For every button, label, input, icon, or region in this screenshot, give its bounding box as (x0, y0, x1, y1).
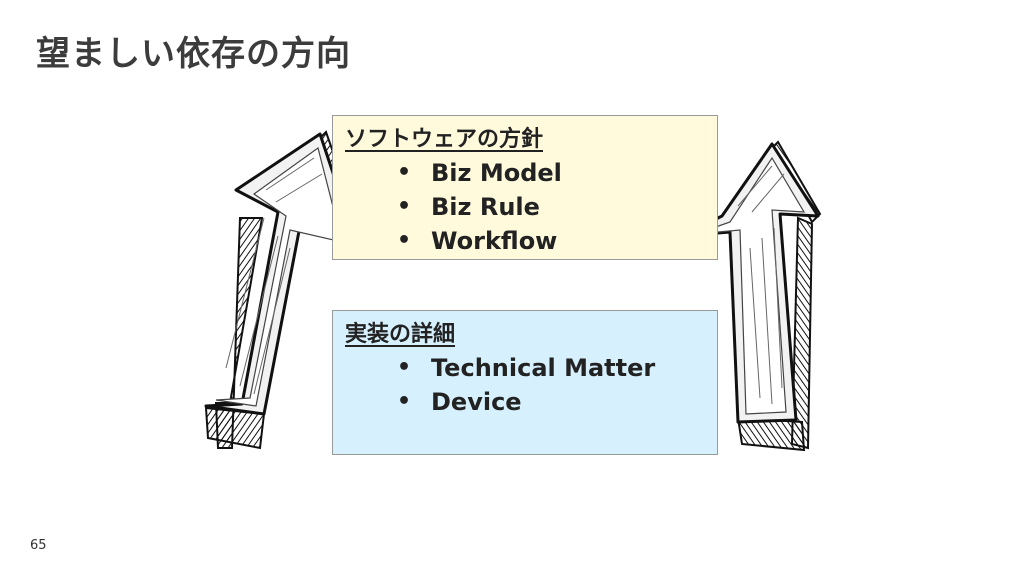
bullet-icon: • (397, 389, 412, 414)
detail-heading: 実装の詳細 (345, 322, 456, 347)
list-item: • Workflow (397, 224, 705, 258)
bullet-icon: • (397, 160, 412, 185)
right-up-arrow-icon (680, 140, 822, 452)
bullet-icon: • (397, 228, 412, 253)
policy-list: • Biz Model • Biz Rule • Workflow (345, 156, 705, 258)
list-item-label: Biz Rule (431, 193, 540, 221)
bullet-icon: • (397, 194, 412, 219)
list-item: • Technical Matter (397, 351, 705, 385)
left-up-arrow-icon (204, 130, 368, 450)
list-item: • Biz Model (397, 156, 705, 190)
list-item: • Device (397, 385, 705, 419)
list-item-label: Biz Model (431, 159, 562, 187)
page-number: 65 (30, 538, 47, 553)
slide-title: 望ましい依存の方向 (36, 34, 351, 74)
software-policy-box: ソフトウェアの方針 • Biz Model • Biz Rule • Workf… (332, 115, 718, 260)
list-item: • Biz Rule (397, 190, 705, 224)
implementation-detail-box: 実装の詳細 • Technical Matter • Device (332, 310, 718, 455)
policy-heading: ソフトウェアの方針 (345, 127, 544, 152)
detail-list: • Technical Matter • Device (345, 351, 705, 419)
list-item-label: Device (431, 388, 522, 416)
list-item-label: Technical Matter (431, 354, 656, 382)
bullet-icon: • (397, 355, 412, 380)
list-item-label: Workflow (431, 227, 558, 255)
